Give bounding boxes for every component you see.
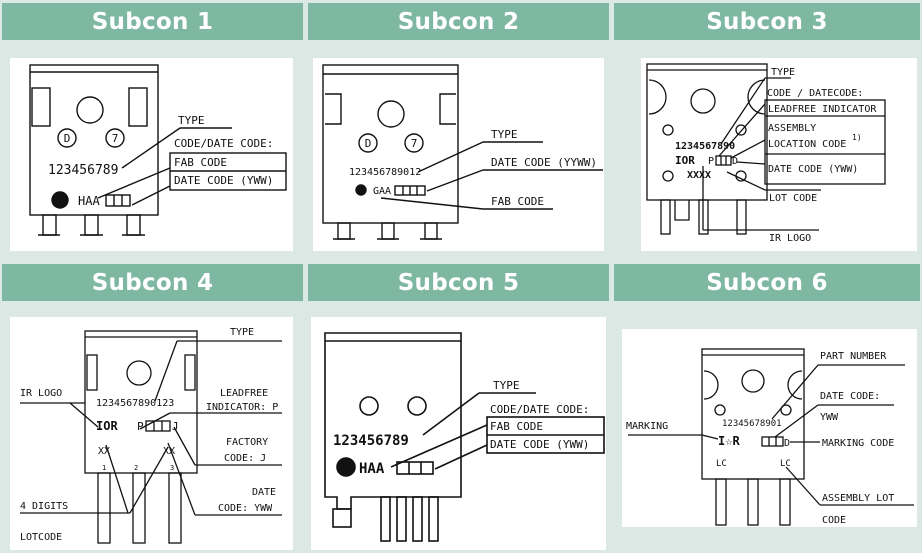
leadfree-p: P	[708, 156, 714, 167]
part-number: 123456789	[333, 433, 409, 449]
label-type: TYPE	[491, 128, 518, 141]
panel-title: Subcon 2	[308, 3, 609, 40]
logo-icon	[51, 191, 69, 209]
diagram-card: D 7 123456789 HAA TYPE CODE/DATE CODE: F…	[10, 58, 293, 251]
marking-text: HAA	[78, 194, 100, 208]
label-part-number: PART NUMBER	[820, 351, 887, 362]
label-lotcode: LOTCODE	[20, 532, 62, 543]
date-d: D	[784, 438, 790, 449]
marking-text: GAA	[373, 186, 391, 197]
footnote-marker: 1)	[852, 133, 862, 142]
diagram-card: 1234567890123 IOR P J XX XX 1 2 3 TYPE	[10, 317, 293, 550]
label-date: DATE	[252, 487, 276, 498]
label-code: CODE	[822, 515, 846, 526]
logo-icon	[355, 184, 367, 196]
pin-3-label: 3	[170, 464, 174, 472]
panel-subcon-5: Subcon 5 123456789 HAA TYPE CO	[308, 264, 609, 550]
label-ir-logo: IR LOGO	[769, 233, 811, 244]
panel-title: Subcon 5	[308, 264, 609, 301]
label-date-code: DATE CODE:	[820, 391, 880, 402]
label-code-date: CODE / DATECODE:	[767, 88, 863, 99]
ir-logo: I☆R	[718, 434, 740, 448]
label-type: TYPE	[493, 379, 520, 392]
label-type: TYPE	[178, 114, 205, 127]
factory-j: J	[172, 420, 179, 433]
pin-1-label: 1	[102, 464, 106, 472]
label-leadfree-indicator: LEADFREE INDICATOR	[768, 104, 877, 115]
panel-subcon-4: Subcon 4 1234567890123 IOR P J XX XX 1 2…	[2, 264, 303, 550]
label-assembly-lot: ASSEMBLY LOT	[822, 493, 894, 504]
pin-7-label: 7	[411, 137, 418, 150]
part-number: 123456789012	[349, 167, 421, 178]
panel-title: Subcon 6	[614, 264, 920, 301]
part-number: 1234567890	[675, 141, 735, 152]
lc-right: LC	[780, 459, 791, 469]
pin-2-label: 2	[134, 464, 138, 472]
panel-title: Subcon 3	[614, 3, 920, 40]
lc-left: LC	[716, 459, 727, 469]
diagram-card: 1234567890 IOR P D XXXX TYPE CODE /	[641, 58, 917, 251]
part-number: 123456789	[48, 163, 118, 178]
label-type: TYPE	[771, 67, 795, 78]
label-lot-code: LOT CODE	[769, 193, 817, 204]
panel-subcon-3: Subcon 3 1234567890 IOR P D XXXX	[614, 3, 920, 261]
panel-subcon-2: Subcon 2 D 7 123456789012 GAA	[308, 3, 609, 261]
label-fab-code: FAB CODE	[491, 195, 544, 208]
label-factory: FACTORY	[226, 437, 268, 448]
diagram-card: D 7 123456789012 GAA TYPE DATE CODE (YYW…	[313, 58, 604, 251]
label-type: TYPE	[230, 327, 254, 338]
label-leadfree: LEADFREE	[220, 388, 268, 399]
package-diagram: 12345678901 I☆R D LC LC PART NUMBER DATE…	[626, 348, 914, 526]
label-date-code: DATE CODE (YWW)	[490, 438, 589, 451]
ir-logo: IOR	[675, 154, 695, 167]
pin-7-label: 7	[112, 132, 119, 145]
label-date-code: DATE CODE (YYWW)	[491, 156, 597, 169]
label-fab-code: FAB CODE	[490, 420, 543, 433]
panel-subcon-6: Subcon 6 12345678901 I☆R D LC LC	[614, 264, 920, 550]
marking-text: HAA	[359, 461, 385, 477]
logo-icon	[336, 457, 356, 477]
lot-code-text: XXXX	[687, 170, 711, 181]
label-fab-code: FAB CODE	[174, 156, 227, 169]
label-location-code: LOCATION CODE	[768, 139, 846, 150]
label-marking-code: MARKING CODE	[822, 438, 894, 449]
label-code-j: CODE: J	[224, 453, 266, 464]
label-code-date: CODE/DATE CODE:	[174, 137, 273, 150]
package-diagram: 1234567890123 IOR P J XX XX 1 2 3 TYPE	[20, 327, 282, 544]
part-number: 12345678901	[722, 419, 782, 429]
part-number: 1234567890123	[96, 398, 174, 409]
label-4-digits: 4 DIGITS	[20, 501, 68, 512]
diagram-card: 12345678901 I☆R D LC LC PART NUMBER DATE…	[622, 329, 917, 527]
package-diagram: D 7 123456789 HAA TYPE CODE/DATE CODE: F…	[29, 64, 287, 236]
pin-d-label: D	[365, 137, 372, 150]
package-diagram: 1234567890 IOR P D XXXX TYPE CODE /	[646, 63, 886, 244]
date-d: D	[732, 156, 738, 167]
leadfree-p: P	[137, 420, 144, 433]
lot-xx-left: XX	[98, 446, 110, 457]
diagram-card: 123456789 HAA TYPE CODE/DATE CODE: FAB C…	[311, 317, 606, 550]
panel-subcon-1: Subcon 1 D 7 123456789 HAA	[2, 3, 303, 261]
lot-xx-right: XX	[163, 446, 175, 457]
label-assembly: ASSEMBLY	[768, 123, 816, 134]
label-marking: MARKING	[626, 421, 668, 432]
label-yww: YWW	[820, 412, 839, 423]
pin-d-label: D	[64, 132, 71, 145]
package-diagram: D 7 123456789012 GAA TYPE DATE CODE (YYW…	[322, 64, 603, 240]
label-code-yww: CODE: YWW	[218, 503, 273, 514]
panel-title: Subcon 1	[2, 3, 303, 40]
label-ir-logo: IR LOGO	[20, 388, 62, 399]
ir-logo: IOR	[96, 419, 118, 433]
label-date-code: DATE CODE (YWW)	[768, 164, 858, 175]
label-date-code: DATE CODE (YWW)	[174, 174, 273, 187]
label-code-date: CODE/DATE CODE:	[490, 403, 589, 416]
panel-title: Subcon 4	[2, 264, 303, 301]
label-indicator-p: INDICATOR: P	[206, 402, 278, 413]
package-diagram: 123456789 HAA TYPE CODE/DATE CODE: FAB C…	[324, 332, 605, 542]
